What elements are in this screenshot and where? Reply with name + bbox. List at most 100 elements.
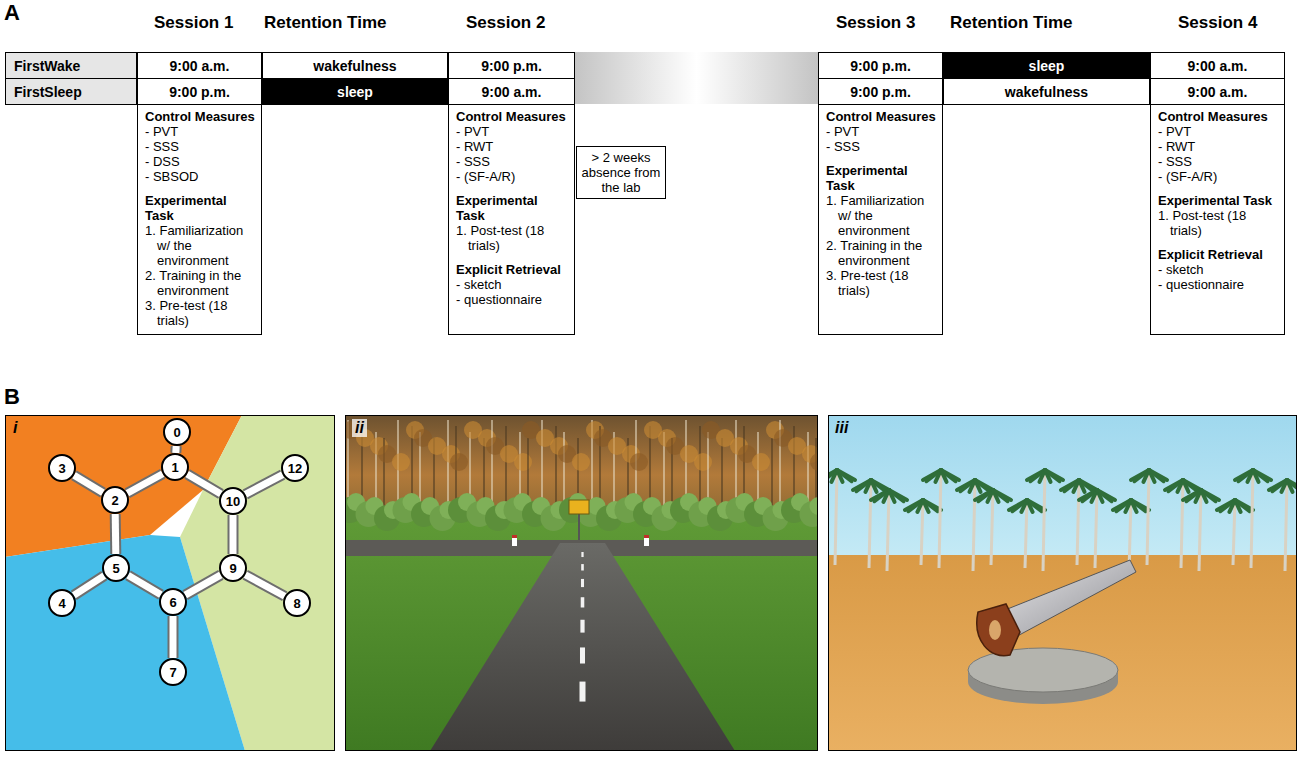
road-dashes — [581, 564, 584, 570]
list-item: - SBSOD — [145, 169, 256, 184]
section-heading: Experimental Task — [145, 193, 256, 223]
road-scene — [430, 543, 735, 751]
palm-trees — [889, 490, 907, 500]
node-text: 2 — [111, 493, 118, 508]
table-cell: sleep — [262, 78, 448, 105]
section-heading: Explicit Retrieval — [456, 262, 569, 277]
list-item: - SSS — [456, 154, 569, 169]
panel-letter: B — [4, 384, 20, 410]
road-surface — [245, 475, 282, 495]
forest-trunks — [630, 453, 648, 471]
palm-trees — [923, 500, 941, 510]
list-item: - PVT — [826, 124, 937, 139]
palm-trees — [1238, 470, 1253, 481]
road-connector — [187, 474, 221, 494]
forest-trunks — [572, 453, 590, 471]
forest-trunks — [345, 420, 818, 528]
road-edge — [168, 616, 179, 658]
palm-trees — [941, 470, 959, 480]
node-text: sleep — [337, 84, 373, 100]
list-item: 2. Training in the environment — [145, 268, 256, 298]
subpanel-label: ii — [352, 419, 367, 437]
forest-trunks — [752, 453, 770, 471]
section-heading: Experimental Task — [456, 193, 569, 223]
road-dashes — [580, 682, 586, 702]
road-edge — [170, 446, 181, 453]
forest-trunks — [447, 420, 449, 510]
node-text: 9:00 a.m. — [170, 58, 230, 74]
table-cell: wakefulness — [262, 52, 448, 79]
panel-frame — [346, 416, 818, 751]
road-connector — [74, 576, 105, 596]
table-cell: 9:00 p.m. — [448, 52, 575, 79]
palm-trees — [1168, 480, 1183, 491]
gap-gradient — [575, 52, 818, 104]
palm-trees — [1045, 470, 1063, 480]
node-text: 10 — [226, 494, 240, 509]
palm-trees — [1253, 470, 1271, 480]
list-item: - questionnaire — [456, 292, 569, 307]
node-text: 7 — [169, 665, 176, 680]
list-item: - sketch — [456, 277, 569, 292]
node-text: sleep — [1029, 58, 1065, 74]
road-dashes — [580, 552, 586, 702]
table-cell: wakefulness — [943, 78, 1150, 105]
palm-trees — [926, 470, 941, 481]
palm-trees — [1147, 470, 1149, 565]
palm-trees — [1095, 490, 1097, 568]
list-item: - PVT — [1158, 124, 1279, 139]
desert-scene — [828, 555, 1297, 751]
palm-trees — [973, 480, 975, 571]
session-box: Control Measures- PVT- RWT- SSS- (SF-A/R… — [448, 104, 575, 335]
table-cell: 9:00 a.m. — [448, 78, 575, 105]
road-dashes — [580, 620, 584, 633]
palm-trees — [978, 490, 993, 501]
road-scene — [512, 535, 517, 546]
node-text: 6 — [169, 595, 176, 610]
palm-trees — [991, 490, 993, 565]
palm-trees — [1030, 470, 1045, 481]
palm-trees — [887, 490, 889, 571]
list-item: - questionnaire — [1158, 277, 1279, 292]
road-connector — [127, 474, 162, 494]
road-edge — [127, 474, 162, 494]
node-text: FirstWake — [14, 58, 80, 74]
node-text: wakefulness — [313, 58, 396, 74]
palm-trees — [975, 480, 993, 490]
map-regions — [5, 415, 335, 751]
palm-trees — [1043, 470, 1045, 571]
palm-trees — [1027, 500, 1045, 510]
palm-trees — [837, 470, 855, 480]
road-edge — [74, 475, 103, 493]
node-text: 9:00 p.m. — [481, 58, 542, 74]
road-surface — [128, 575, 161, 595]
list-item: 1. Familiarization w/ the environment — [145, 223, 256, 268]
road-scene — [569, 500, 589, 514]
table-cell: 9:00 a.m. — [1150, 78, 1285, 105]
list-item: - SSS — [826, 139, 937, 154]
list-item: 1. Familiarization w/ the environment — [826, 193, 937, 238]
palm-trees — [874, 490, 889, 501]
palm-trees — [1134, 470, 1149, 481]
list-item: - SSS — [145, 139, 256, 154]
green-trees — [810, 497, 819, 515]
palm-trees — [1149, 470, 1167, 480]
road-connector — [185, 575, 221, 595]
palm-trees — [960, 480, 975, 491]
stone-disc — [968, 648, 1118, 692]
forest-trunks — [694, 453, 712, 471]
node-text: 9:00 p.m. — [169, 84, 230, 100]
road-surface — [230, 515, 237, 554]
palm-trees — [1116, 500, 1131, 511]
table-cell: 9:00 p.m. — [137, 78, 262, 105]
list-item: 1. Post-test (18 trials) — [456, 223, 569, 253]
desert-scene — [828, 415, 1297, 575]
road-surface — [127, 474, 162, 494]
road-dashes — [581, 579, 584, 587]
road-surface — [74, 576, 105, 596]
palm-trees — [1131, 500, 1149, 510]
road-scene — [644, 535, 649, 538]
palm-trees — [1272, 480, 1287, 491]
palm-trees — [921, 500, 923, 565]
palm-trees — [1025, 500, 1027, 568]
